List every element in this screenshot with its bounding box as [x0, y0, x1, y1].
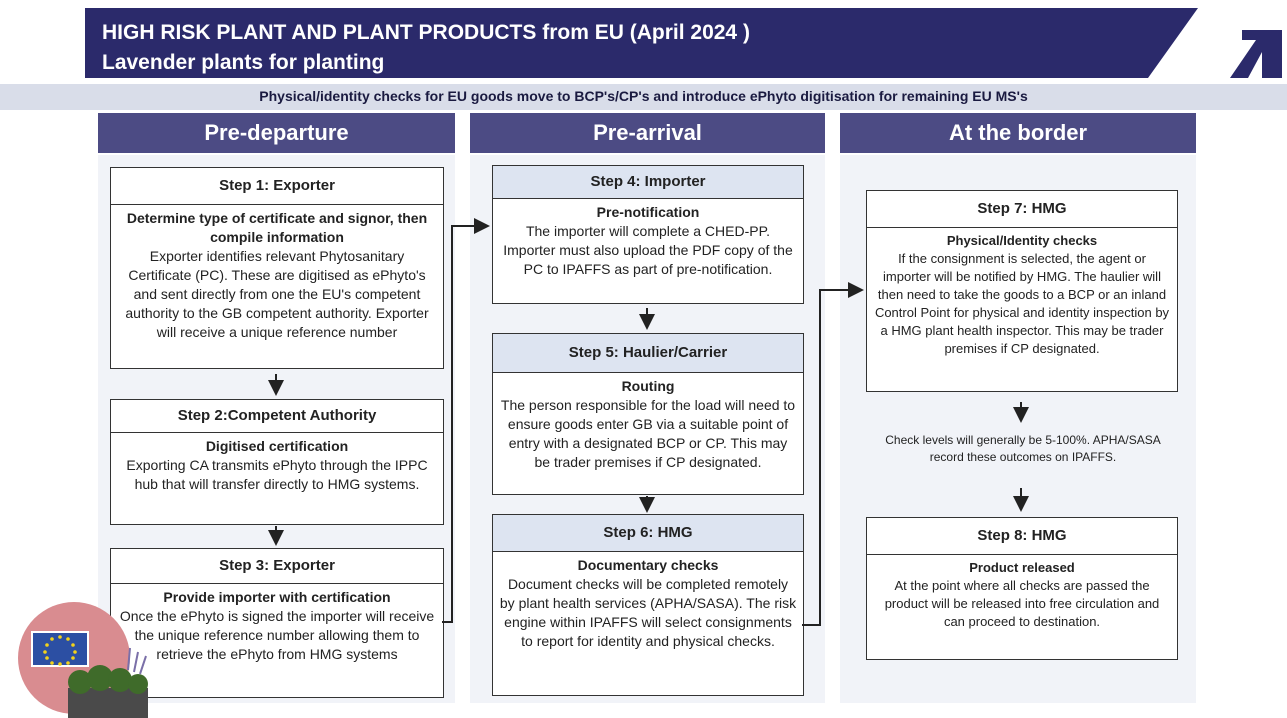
arrow-logo-icon	[1230, 30, 1282, 78]
step-2-body: Digitised certification Exporting CA tra…	[111, 433, 443, 494]
step-1-box: Step 1: Exporter Determine type of certi…	[110, 167, 444, 369]
step-1-text: Exporter identifies relevant Phytosanita…	[125, 248, 429, 340]
subtitle-bar	[0, 84, 1287, 110]
step-6-header: Step 6: HMG	[493, 515, 803, 552]
banner-shape	[85, 8, 1282, 78]
step-4-box: Step 4: Importer Pre-notification The im…	[492, 165, 804, 304]
step-7-text: If the consignment is selected, the agen…	[874, 251, 1170, 356]
step-8-body: Product released At the point where all …	[867, 555, 1177, 631]
step-5-title: Routing	[621, 378, 675, 394]
step-5-box: Step 5: Haulier/Carrier Routing The pers…	[492, 333, 804, 495]
column-header-pre-departure: Pre-departure	[98, 113, 455, 153]
step-5-text: The person responsible for the load will…	[500, 397, 796, 470]
step-6-text: Document checks will be completed remote…	[499, 576, 797, 649]
step-5-header: Step 5: Haulier/Carrier	[493, 334, 803, 373]
page-title: HIGH RISK PLANT AND PLANT PRODUCTS from …	[102, 18, 750, 78]
header-banner	[0, 0, 1287, 80]
subtitle: Physical/identity checks for EU goods mo…	[259, 88, 1028, 104]
step-7-header: Step 7: HMG	[867, 191, 1177, 228]
step-4-body: Pre-notification The importer will compl…	[493, 199, 803, 279]
step-2-header: Step 2:Competent Authority	[111, 400, 443, 433]
column-header-at-border: At the border	[840, 113, 1196, 153]
step-6-title: Documentary checks	[577, 557, 719, 573]
step-1-title: Determine type of certificate and signor…	[126, 210, 428, 245]
step-2-text: Exporting CA transmits ePhyto through th…	[126, 457, 428, 492]
step-4-title: Pre-notification	[596, 204, 700, 220]
column-header-pre-arrival: Pre-arrival	[470, 113, 825, 153]
step-5-body: Routing The person responsible for the l…	[493, 373, 803, 472]
step-7-body: Physical/Identity checks If the consignm…	[867, 228, 1177, 358]
step-4-text: The importer will complete a CHED-PP. Im…	[503, 223, 793, 277]
step-3-body: Provide importer with certification Once…	[111, 584, 443, 664]
step-6-box: Step 6: HMG Documentary checks Document …	[492, 514, 804, 696]
step-8-title: Product released	[969, 560, 1075, 575]
step-3-box: Step 3: Exporter Provide importer with c…	[110, 548, 444, 698]
step-2-box: Step 2:Competent Authority Digitised cer…	[110, 399, 444, 525]
check-levels-note: Check levels will generally be 5-100%. A…	[885, 433, 1161, 464]
step-1-header: Step 1: Exporter	[111, 168, 443, 205]
step-4-header: Step 4: Importer	[493, 166, 803, 199]
step-3-text: Once the ePhyto is signed the importer w…	[119, 608, 435, 662]
step-6-body: Documentary checks Document checks will …	[493, 552, 803, 651]
eu-flag-icon	[31, 631, 89, 667]
step-8-box: Step 8: HMG Product released At the poin…	[866, 517, 1178, 660]
step-2-title: Digitised certification	[205, 438, 349, 454]
step-1-body: Determine type of certificate and signor…	[111, 205, 443, 342]
step-8-text: At the point where all checks are passed…	[884, 578, 1160, 629]
title-line-2: Lavender plants for planting	[102, 51, 385, 74]
step-8-header: Step 8: HMG	[867, 518, 1177, 555]
step-7-title: Physical/Identity checks	[946, 233, 1098, 248]
step-3-title: Provide importer with certification	[163, 589, 391, 605]
title-line-1: HIGH RISK PLANT AND PLANT PRODUCTS from …	[102, 21, 750, 44]
eu-plant-illustration	[18, 602, 148, 718]
step-7-box: Step 7: HMG Physical/Identity checks If …	[866, 190, 1178, 392]
step-3-header: Step 3: Exporter	[111, 549, 443, 584]
